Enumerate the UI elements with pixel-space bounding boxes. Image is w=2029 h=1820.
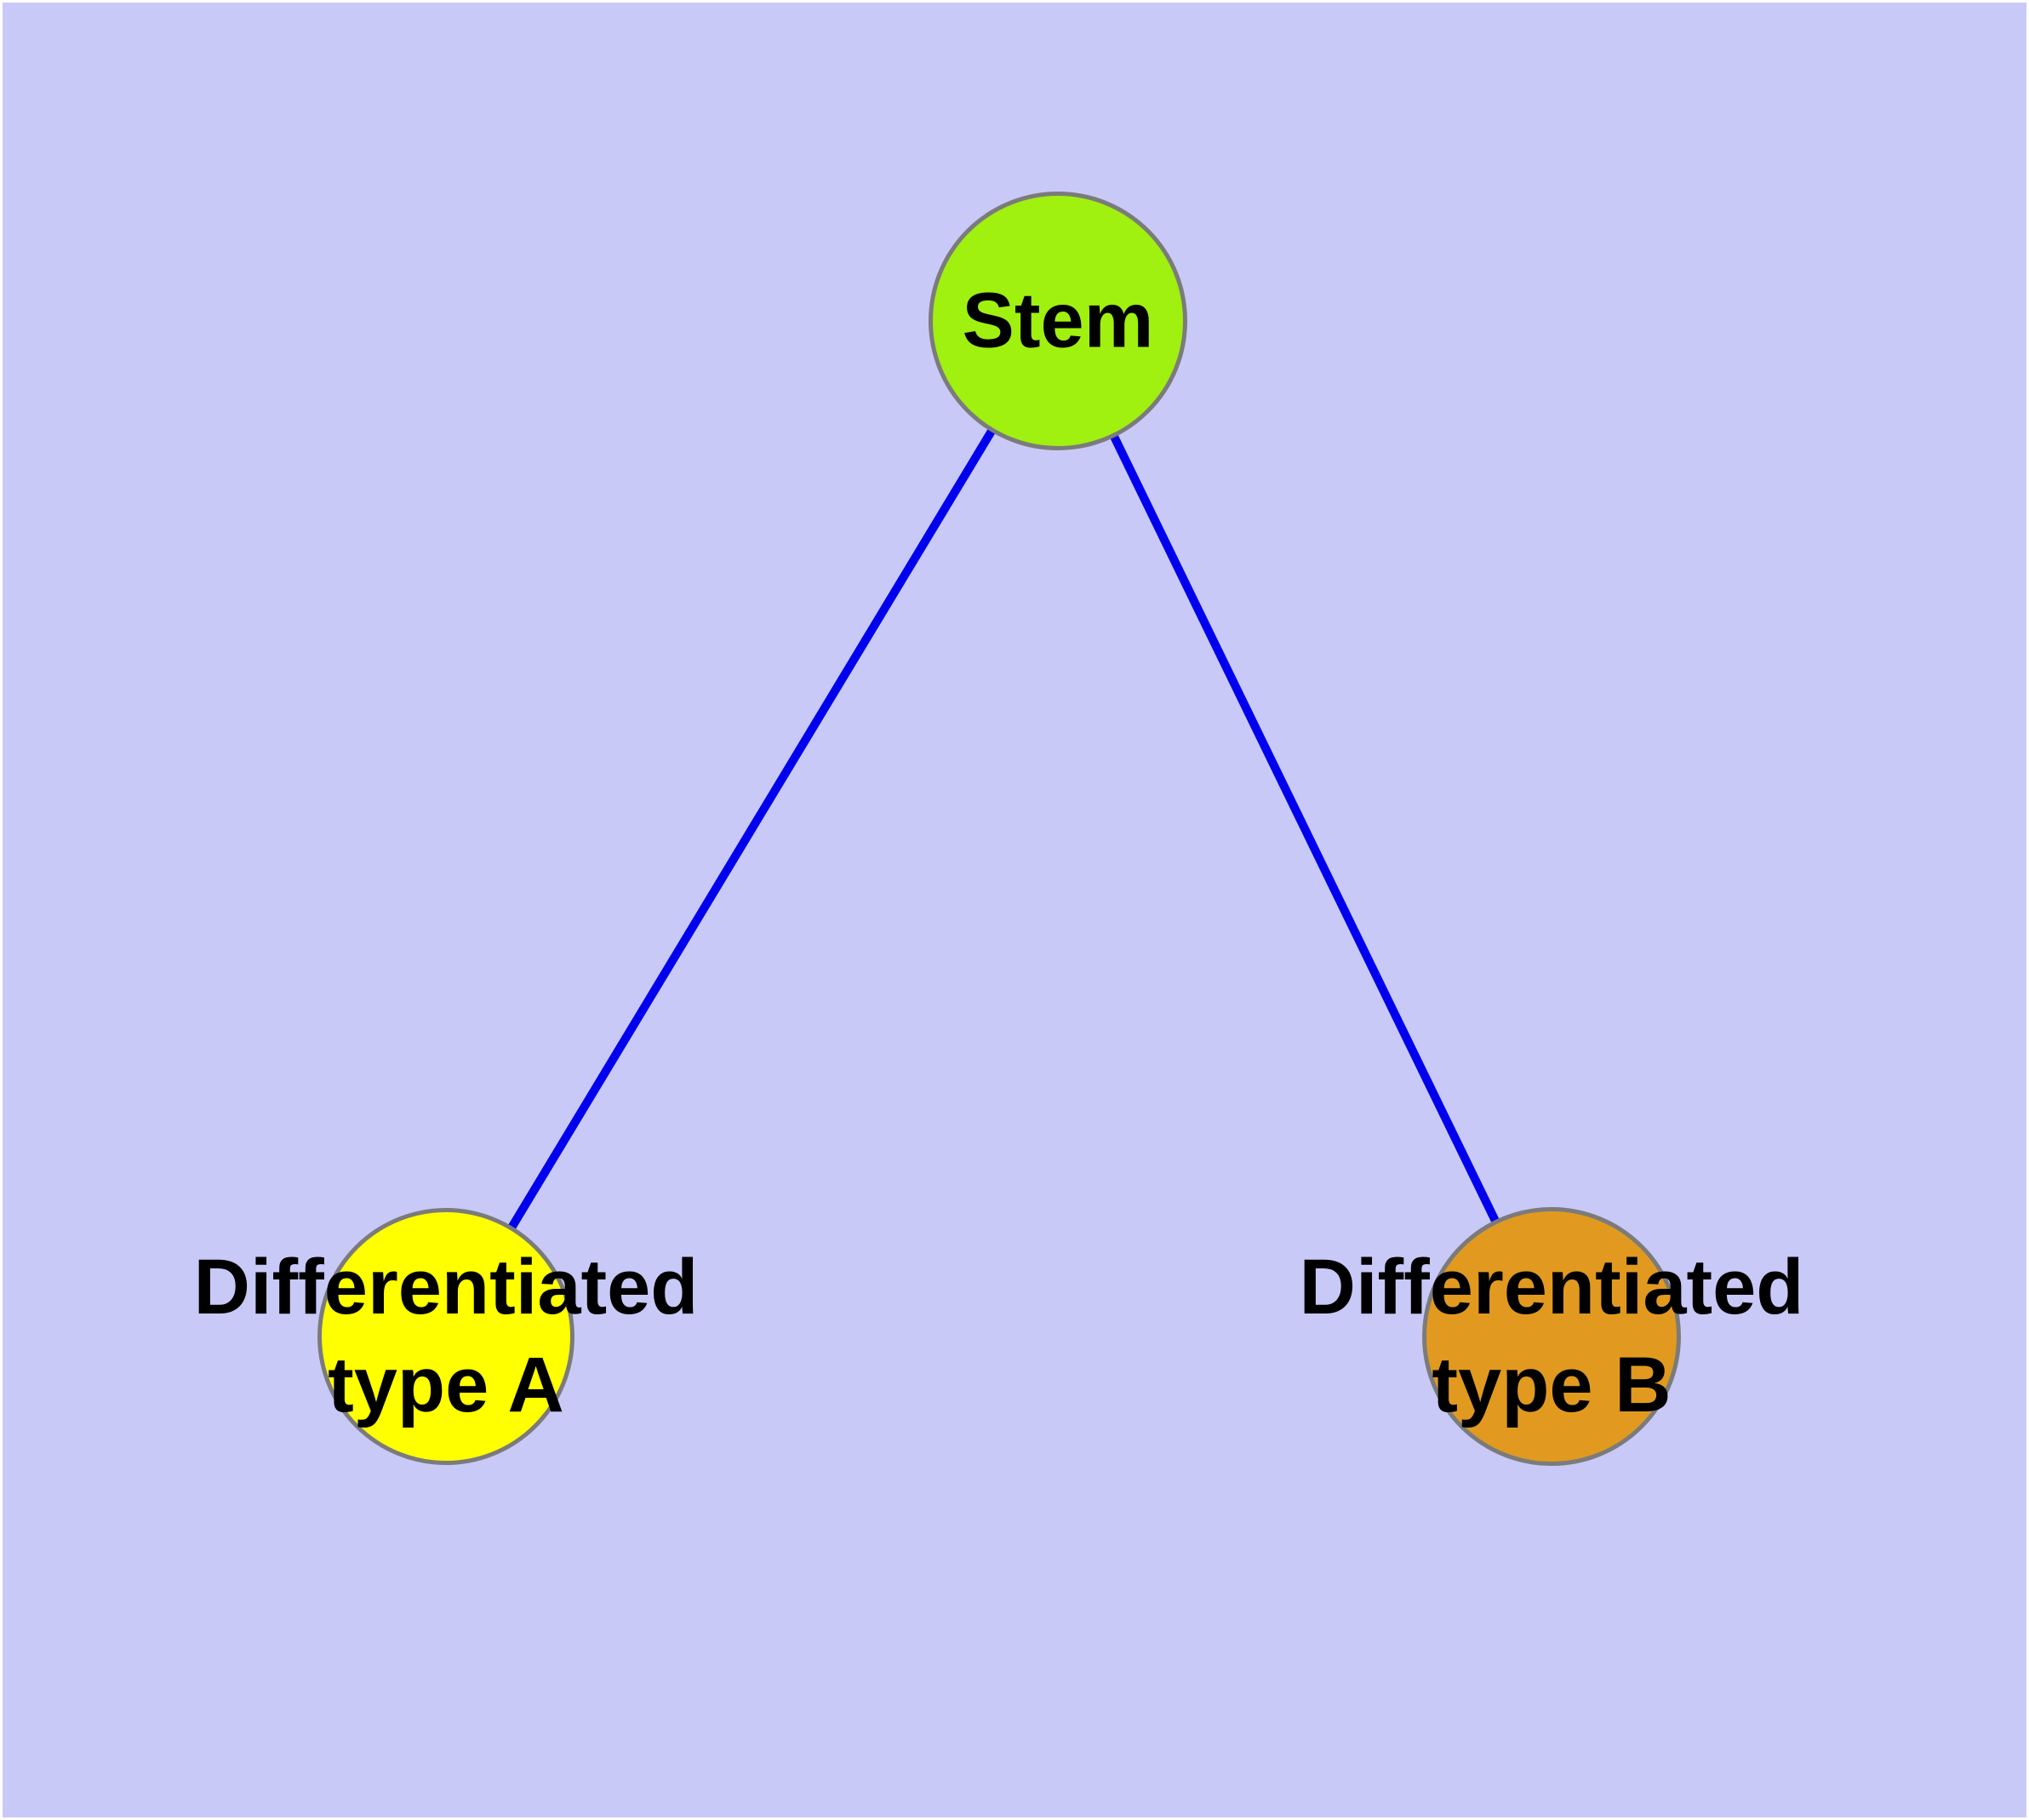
node-differentiated-type-a (317, 1208, 574, 1465)
edge-stem-to-type-a (442, 318, 1062, 1339)
edge-stem-to-type-b (1054, 318, 1556, 1339)
diagram-canvas: Stem Differentiated type A Differentiate… (3, 3, 2026, 1817)
edge-layer (442, 318, 1556, 1339)
node-stem (929, 192, 1187, 450)
node-differentiated-type-b (1422, 1207, 1681, 1466)
